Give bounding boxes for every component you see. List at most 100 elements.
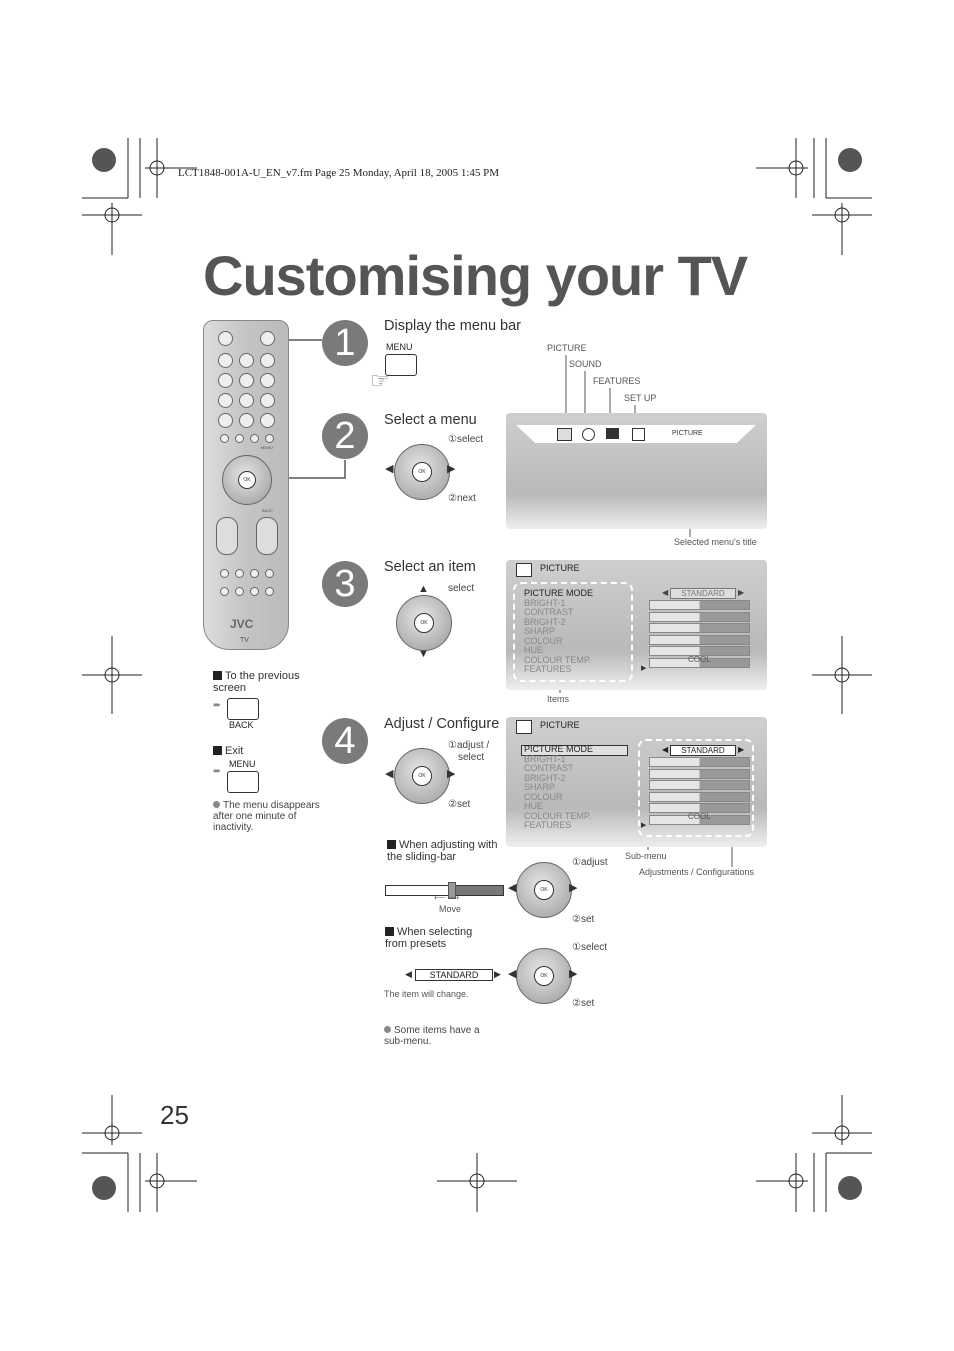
preset-left-arrow: ◀ xyxy=(662,745,669,754)
step-4-number: 4 xyxy=(322,718,368,764)
screen-menu-title: PICTURE xyxy=(672,430,703,437)
item: COLOUR xyxy=(524,791,563,802)
remote-button xyxy=(220,434,229,443)
remote-button xyxy=(239,353,254,368)
remote-button xyxy=(218,413,233,428)
remote-button xyxy=(239,393,254,408)
presets-hint-set: ②set xyxy=(572,998,595,1009)
menu-bar-screen: PICTURE xyxy=(506,413,767,529)
preset-left-arrow: ◀ xyxy=(405,969,412,979)
remote-button xyxy=(265,587,274,596)
remote-button xyxy=(260,331,275,346)
back-button-illustration xyxy=(227,698,259,720)
picture-menu-screen-step4: PICTURE PICTURE MODE BRIGHT-1 CONTRAST B… xyxy=(506,717,767,847)
menu-bar xyxy=(516,425,756,443)
submenu-note: Some items have a sub-menu. xyxy=(384,1025,480,1047)
step-4-nav-pad: OK xyxy=(394,748,450,804)
page-number: 25 xyxy=(160,1100,189,1130)
remote-brand-logo: JVC xyxy=(230,617,254,631)
step-2-hint-next: ②next xyxy=(448,493,476,504)
ok-button-icon: OK xyxy=(534,880,554,900)
picture-item-list: PICTURE MODE BRIGHT-1 CONTRAST BRIGHT-2 … xyxy=(524,744,594,831)
colour-temp-value: COOL xyxy=(688,812,711,821)
item: BRIGHT-1 xyxy=(524,753,566,764)
remote-menu-key-label: MENU xyxy=(261,445,273,450)
colour-temp-value: COOL xyxy=(688,655,711,664)
preset-right-arrow: ▶ xyxy=(494,969,501,979)
picture-menu-title: PICTURE xyxy=(540,720,580,730)
remote-button xyxy=(235,434,244,443)
arrow-icon: ➨ xyxy=(213,700,222,711)
remote-tv-label: TV xyxy=(240,637,249,644)
step-2-number: 2 xyxy=(322,413,368,459)
submenu-arrow: ▶ xyxy=(641,665,647,672)
menu-label-sound: SOUND xyxy=(569,359,602,369)
step-3-nav-pad: OK xyxy=(396,595,452,651)
remote-button xyxy=(250,434,259,443)
picture-menu-icon xyxy=(516,720,532,734)
selected-item-highlight xyxy=(521,745,628,756)
preset-value: STANDARD xyxy=(415,969,493,981)
selected-menu-title-caption: Selected menu's title xyxy=(674,537,757,547)
remote-button xyxy=(239,373,254,388)
back-button-label: BACK xyxy=(229,720,254,730)
item: HUE xyxy=(524,645,544,655)
sliding-bar-heading: When adjusting with the sliding-bar xyxy=(387,839,498,863)
step-4-heading: Adjust / Configure xyxy=(384,716,500,732)
item: HUE xyxy=(524,801,544,811)
item: CONTRAST xyxy=(524,607,574,617)
submenu-arrow: ▶ xyxy=(641,822,647,829)
ok-button-icon: OK xyxy=(412,462,432,482)
right-arrow-icon: ▶ xyxy=(569,882,578,894)
picture-menu-icon xyxy=(557,428,572,441)
adjustment-bars xyxy=(649,600,750,669)
presets-nav-pad: OK xyxy=(516,948,572,1004)
right-arrow-icon: ▶ xyxy=(447,463,456,475)
pressing-hand-icon: ☞ xyxy=(370,368,390,393)
right-arrow-icon: ▶ xyxy=(569,968,578,980)
menu-button-label: MENU xyxy=(386,342,413,352)
setup-menu-icon xyxy=(632,428,645,441)
menu-button-illustration-exit xyxy=(227,771,259,793)
down-arrow-icon: ▼ xyxy=(418,648,429,660)
step-3-number: 3 xyxy=(322,561,368,607)
preset-value: STANDARD xyxy=(670,745,736,756)
remote-button xyxy=(239,413,254,428)
remote-button xyxy=(218,373,233,388)
remote-channel-rocker xyxy=(216,517,238,555)
menu-label-setup: SET UP xyxy=(624,393,657,403)
preset-right-arrow: ▶ xyxy=(738,745,745,754)
step-3-heading: Select an item xyxy=(384,559,476,575)
sliding-bar-handle xyxy=(448,882,456,899)
remote-button xyxy=(265,569,274,578)
remote-button xyxy=(235,569,244,578)
item: COLOUR xyxy=(524,635,563,646)
step-2-hint-select: ①select xyxy=(448,434,484,445)
remote-button xyxy=(260,353,275,368)
arrow-icon: ➨ xyxy=(213,766,222,777)
exit-note: Exit xyxy=(213,745,243,757)
left-arrow-icon: ◀ xyxy=(508,882,517,894)
left-arrow-icon: ◀ xyxy=(508,968,517,980)
adjustments-highlight xyxy=(638,739,754,837)
sound-menu-icon xyxy=(582,428,595,441)
item: BRIGHT-1 xyxy=(524,597,566,608)
step-2-nav-pad: OK xyxy=(394,444,450,500)
preset-right-arrow: ▶ xyxy=(738,588,745,597)
remote-button xyxy=(220,569,229,578)
item-change-note: The item will change. xyxy=(384,989,469,999)
features-menu-icon xyxy=(606,428,619,439)
remote-control: MENU OK BACK JVC TV xyxy=(203,320,289,650)
submenu-caption: Sub-menu xyxy=(625,851,667,861)
sliding-hint-adjust: ①adjust xyxy=(572,857,608,868)
adjustment-bars xyxy=(649,757,750,826)
presets-heading: When selecting from presets xyxy=(385,926,473,950)
remote-button xyxy=(265,434,274,443)
step-4-hint-set: ②set xyxy=(448,799,471,810)
sliding-nav-pad: OK xyxy=(516,862,572,918)
item: FEATURES xyxy=(524,664,572,674)
item: PICTURE MODE xyxy=(524,744,594,754)
remote-button xyxy=(250,587,259,596)
menu-label-features: FEATURES xyxy=(593,376,641,386)
